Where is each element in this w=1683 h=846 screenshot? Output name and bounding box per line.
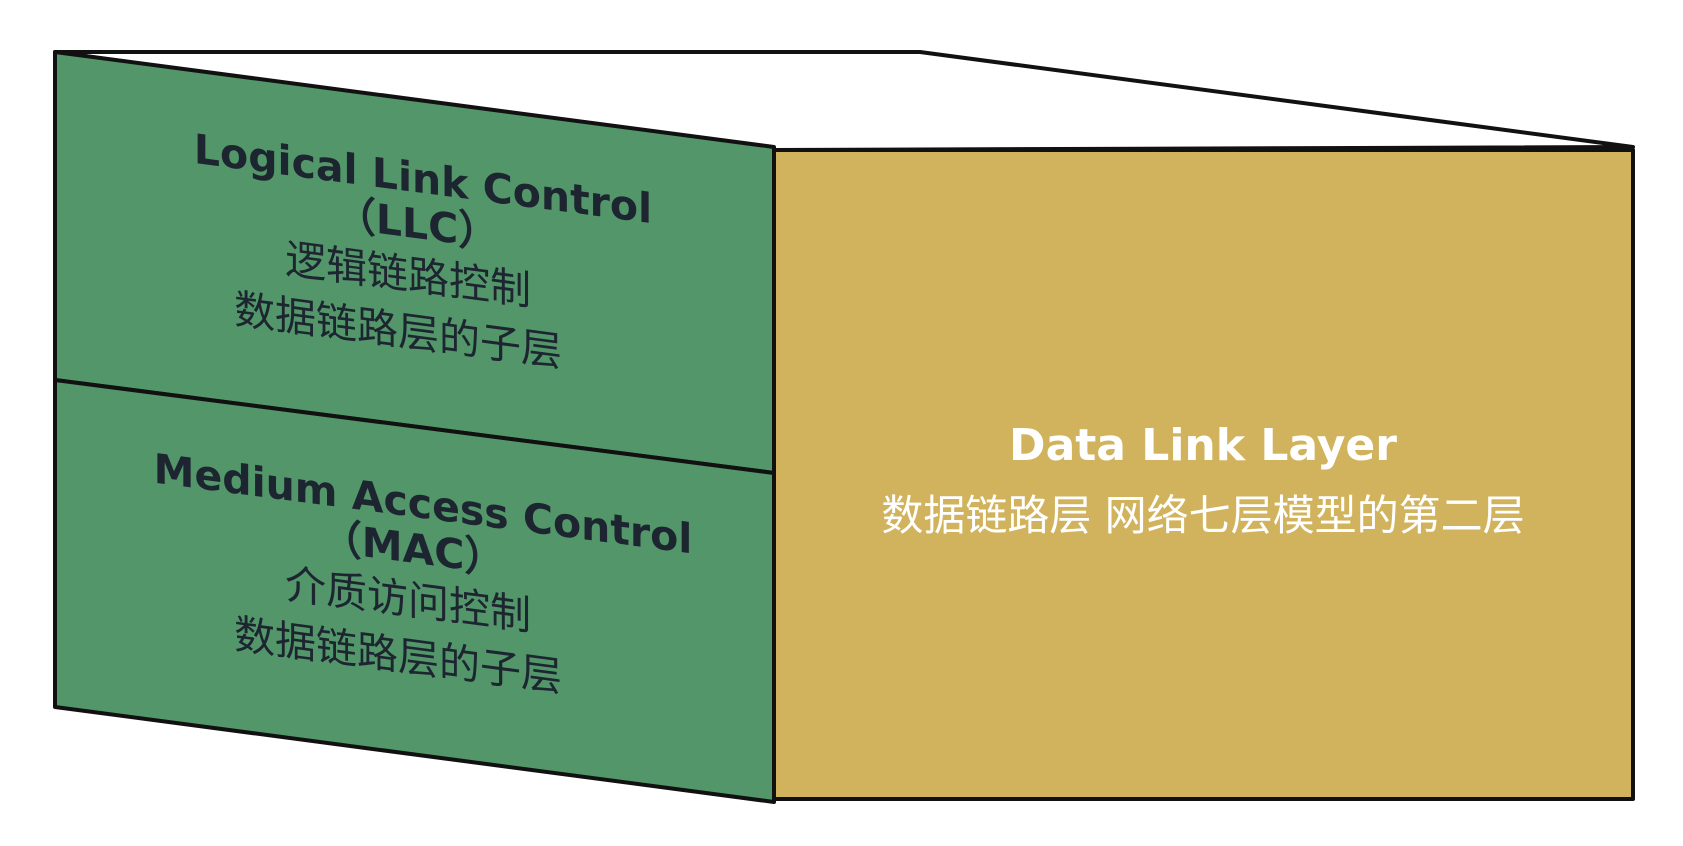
layer-label-group: Data Link Layer 数据链路层 网络七层模型的第二层 (881, 420, 1524, 540)
layer-title: Data Link Layer (1009, 420, 1397, 471)
layer-description-zh: 数据链路层 网络七层模型的第二层 (881, 491, 1524, 540)
data-link-layer-face (772, 148, 1635, 801)
mac-sublayer-face (53, 378, 776, 804)
